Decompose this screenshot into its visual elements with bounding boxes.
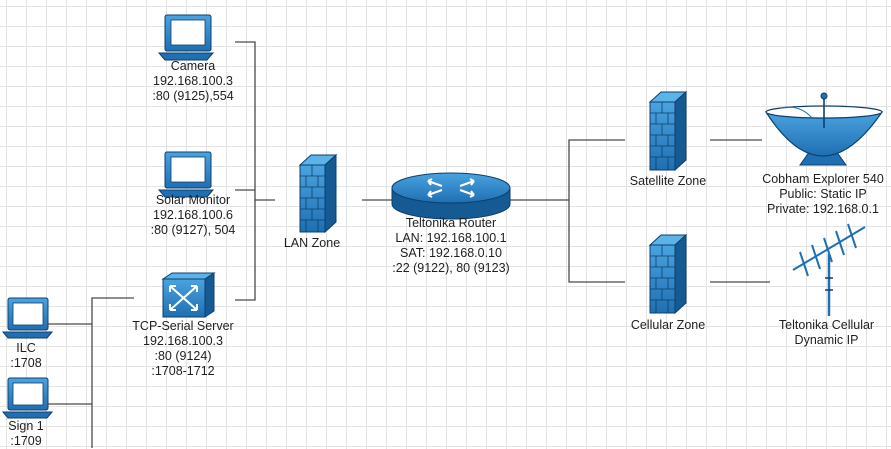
connector-serial-bus — [91, 297, 134, 448]
connector-camera-lan — [235, 41, 275, 201]
connector-router-zones — [510, 139, 625, 283]
camera-name: Camera — [170, 59, 216, 73]
router-icon[interactable] — [391, 172, 511, 220]
cobham-public-ip: Public: Static IP — [779, 187, 867, 201]
solar-monitor-icon[interactable] — [157, 151, 215, 198]
sign1-port: :1709 — [10, 434, 42, 448]
ilc-label: ILC :1708 — [0, 341, 52, 371]
router-ports: :22 (9122), 80 (9123) — [392, 261, 510, 275]
ilc-port: :1708 — [10, 356, 42, 370]
camera-label: Camera 192.168.100.3 :80 (9125),554 — [123, 59, 263, 104]
connector-tcp-lan — [235, 200, 256, 301]
serial-switch-icon[interactable] — [161, 272, 216, 318]
cellular-firewall-icon[interactable] — [648, 233, 688, 315]
tcp-serial-server-name: TCP-Serial Server — [132, 319, 234, 333]
lan-firewall-icon[interactable] — [298, 153, 338, 234]
satellite-zone-label: Satellite Zone — [618, 174, 718, 189]
tcp-serial-server-port: :80 (9124) — [154, 349, 212, 363]
camera-ports: :80 (9125),554 — [152, 89, 234, 103]
cellular-zone-name: Cellular Zone — [630, 318, 706, 332]
solar-monitor-label: Solar Monitor 192.168.100.6 :80 (9127), … — [123, 193, 263, 238]
solar-monitor-name: Solar Monitor — [155, 193, 231, 207]
camera-ip: 192.168.100.3 — [153, 74, 233, 88]
teltonika-cellular-ip: Dynamic IP — [794, 333, 859, 347]
cobham-label: Cobham Explorer 540 Public: Static IP Pr… — [755, 172, 891, 217]
lan-zone-label: LAN Zone — [272, 236, 352, 251]
connector-lines — [48, 41, 770, 448]
sign1-name: Sign 1 — [8, 419, 44, 433]
satellite-firewall-icon[interactable] — [648, 90, 688, 172]
router-label: Teltonika Router LAN: 192.168.100.1 SAT:… — [371, 216, 531, 276]
satellite-dish-icon[interactable] — [764, 92, 884, 166]
tcp-serial-server-ip: 192.168.100.3 — [143, 334, 223, 348]
router-sat-ip: SAT: 192.168.0.10 — [400, 246, 502, 260]
tcp-serial-server-range: :1708-1712 — [151, 364, 215, 378]
antenna-icon[interactable] — [792, 223, 866, 316]
camera-monitor-icon[interactable] — [157, 14, 215, 61]
ilc-monitor-icon[interactable] — [1, 297, 54, 339]
cobham-private-ip: Private: 192.168.0.1 — [767, 202, 879, 216]
sign1-label: Sign 1 :1709 — [0, 419, 52, 449]
lan-zone-name: LAN Zone — [283, 236, 341, 250]
sign1-monitor-icon[interactable] — [1, 377, 54, 419]
teltonika-cellular-name: Teltonika Cellular — [778, 318, 875, 332]
cellular-zone-label: Cellular Zone — [618, 318, 718, 333]
solar-monitor-ports: :80 (9127), 504 — [150, 223, 236, 237]
cobham-name: Cobham Explorer 540 — [762, 172, 884, 186]
router-lan-ip: LAN: 192.168.100.1 — [395, 231, 507, 245]
router-name: Teltonika Router — [405, 216, 497, 230]
satellite-zone-name: Satellite Zone — [629, 174, 707, 188]
ilc-name: ILC — [16, 341, 36, 355]
solar-monitor-ip: 192.168.100.6 — [153, 208, 233, 222]
tcp-serial-server-label: TCP-Serial Server 192.168.100.3 :80 (912… — [113, 319, 253, 379]
teltonika-cellular-label: Teltonika Cellular Dynamic IP — [762, 318, 891, 348]
